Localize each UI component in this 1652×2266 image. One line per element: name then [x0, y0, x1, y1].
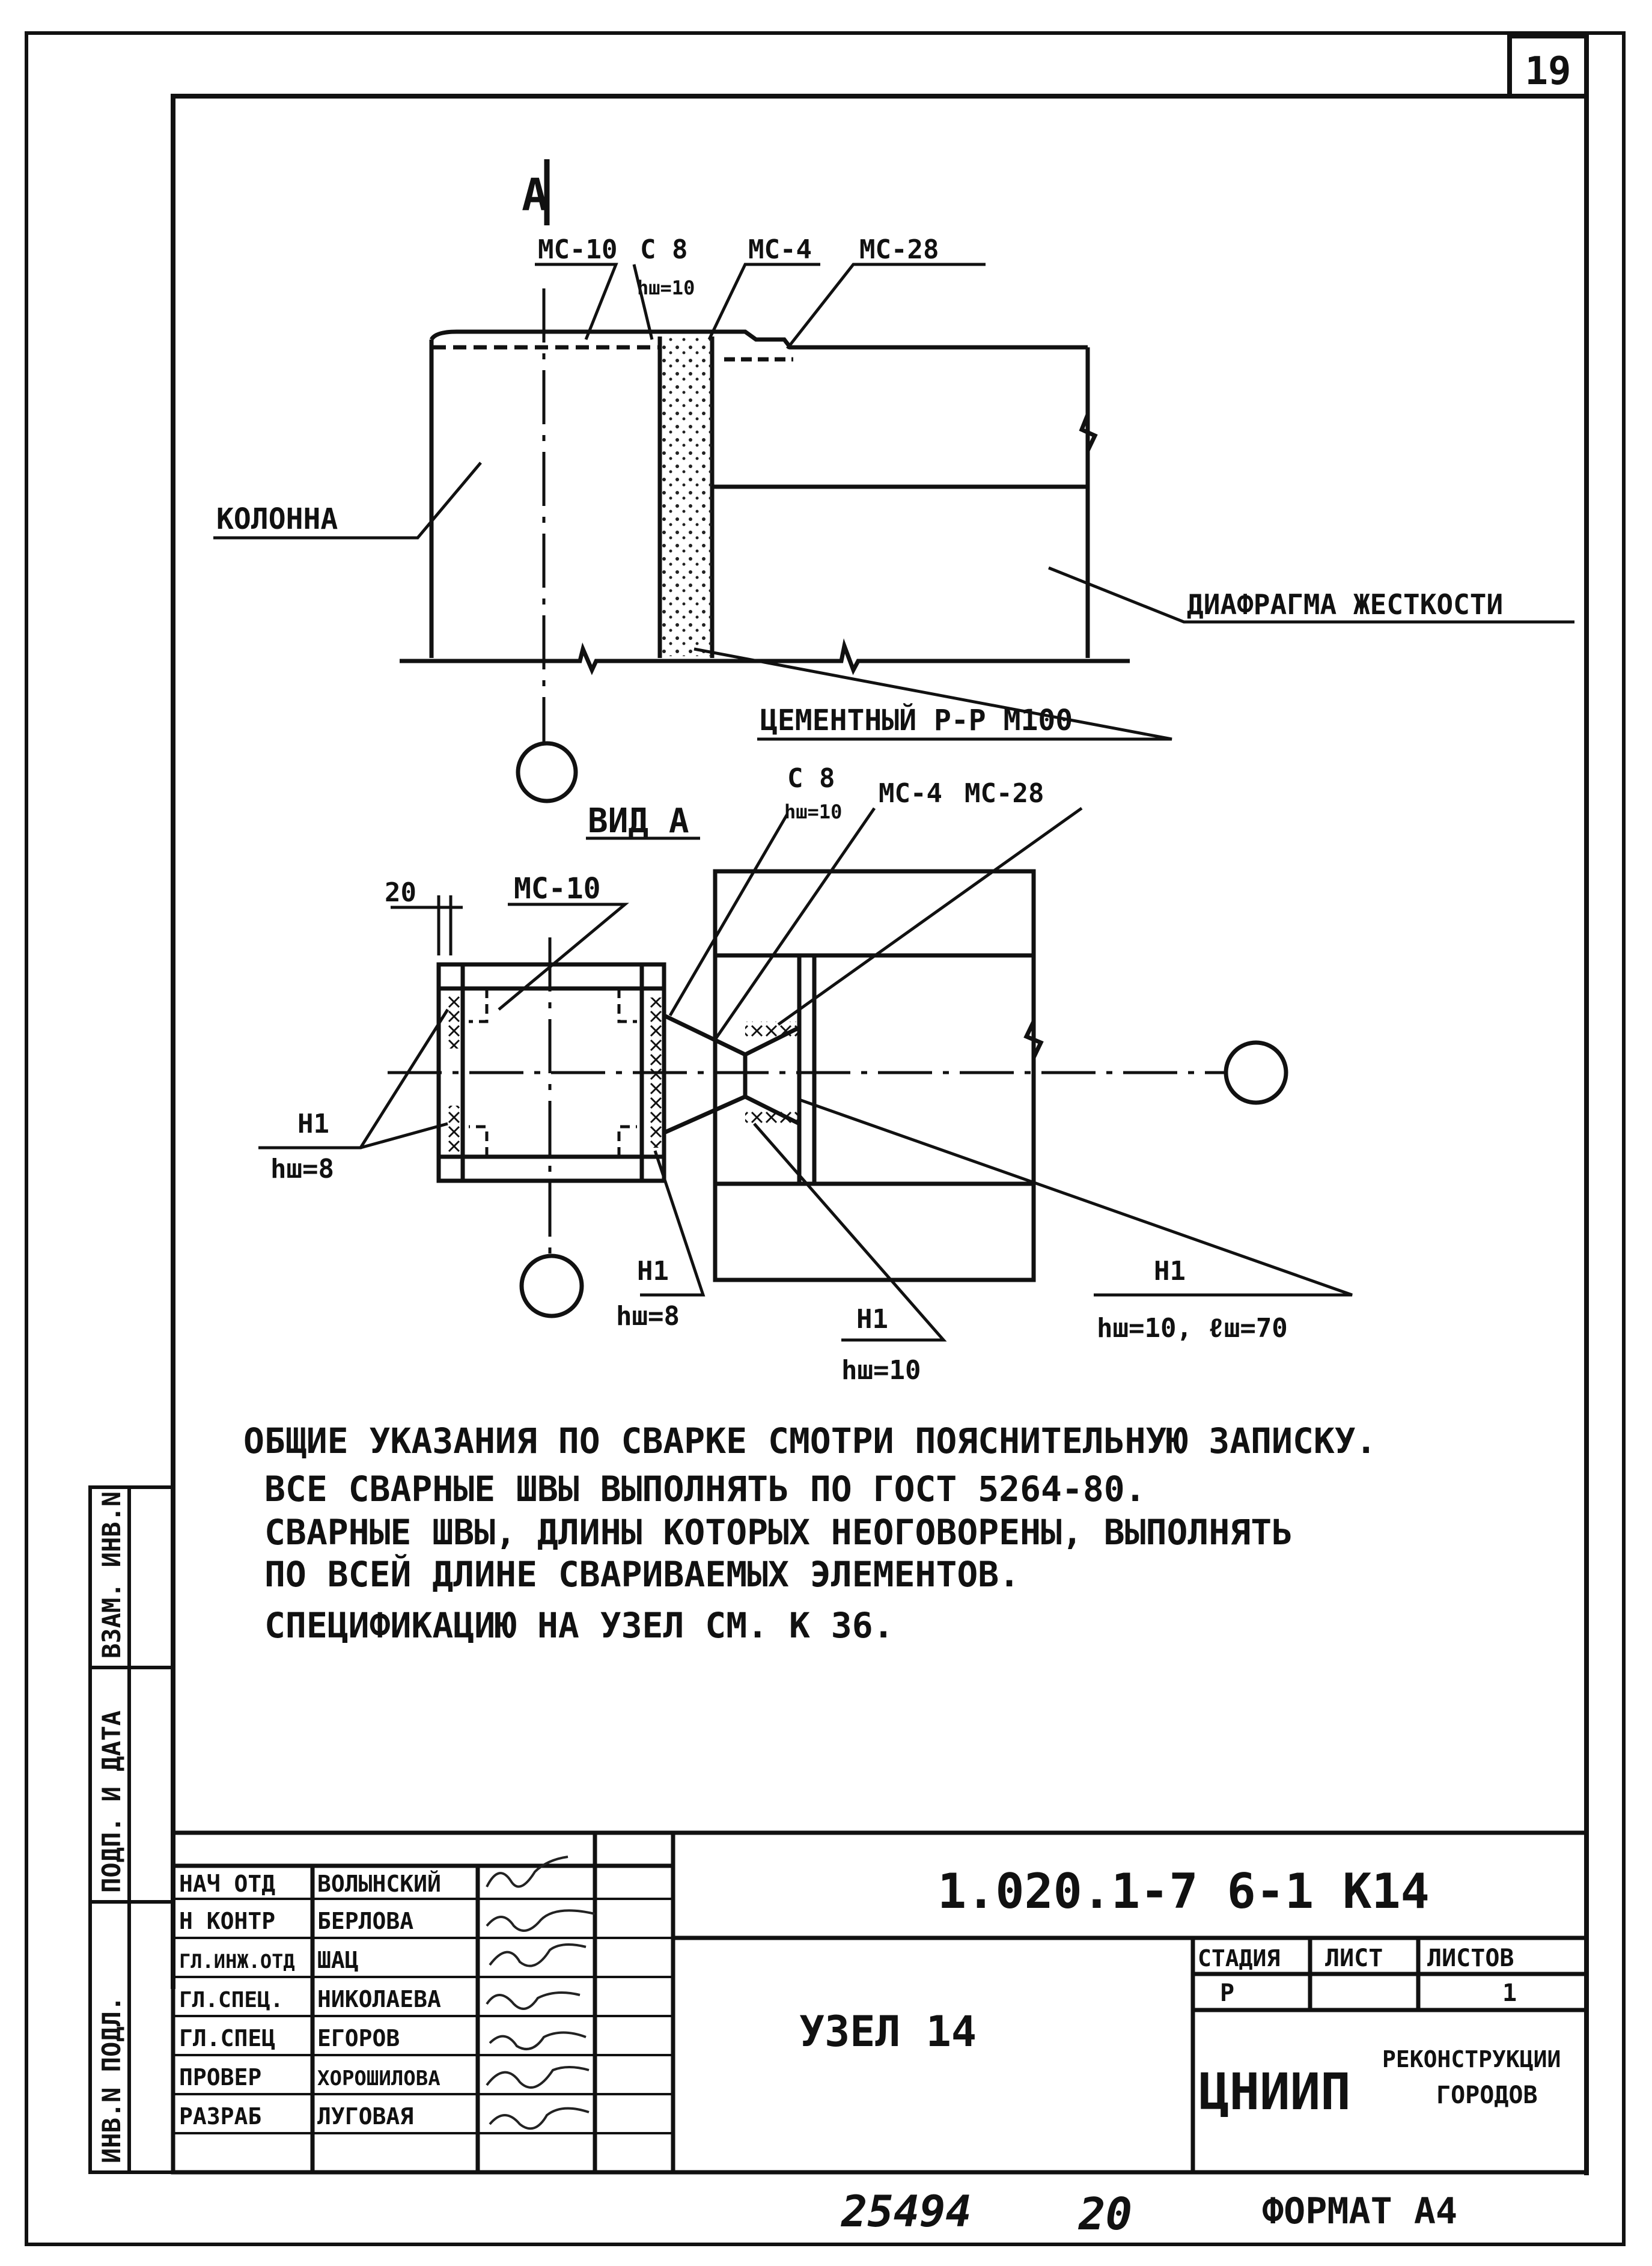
label-h1-bottom: Н1 [637, 1256, 669, 1287]
sheet-frame [25, 31, 1626, 2246]
role-name: ХОРОШИЛОВА [317, 2067, 440, 2091]
label-mc10-top: МС-10 [538, 234, 617, 265]
role-label: Н КОНТР [179, 1908, 275, 1934]
role-name: БЕРЛОВА [317, 1908, 413, 1934]
role-label: РАЗРАБ [179, 2103, 261, 2130]
organization-main: ЦНИИП [1199, 2062, 1351, 2121]
section-marker-label: А [522, 169, 549, 221]
stage-value: Р [1220, 1979, 1234, 2007]
format-label: ФОРМАТ А4 [1262, 2190, 1457, 2232]
label-mc10-view-a: МС-10 [514, 872, 601, 906]
role-label: ГЛ.СПЕЦ. [179, 1988, 283, 2012]
label-h1-left: Н1 [297, 1109, 329, 1139]
sheet-header: ЛИСТ [1325, 1945, 1383, 1972]
approval-roles: НАЧ ОТД ВОЛЫНСКИЙ Н КОНТР БЕРЛОВА ГЛ.ИНЖ… [179, 1871, 441, 2130]
label-h1-mid-hw: hш=10 [841, 1355, 921, 1386]
document-code: 1.020.1-7 6-1 К14 [937, 1863, 1430, 1919]
node-title: УЗЕЛ 14 [799, 2007, 977, 2056]
label-mc28-view-a: МС-28 [965, 778, 1044, 809]
role-name: ЛУГОВАЯ [317, 2103, 413, 2130]
role-name: ШАЦ [317, 1947, 359, 1973]
top-view-leaders [213, 263, 1574, 741]
role-name: ВОЛЫНСКИЙ [317, 1871, 441, 1897]
top-view [400, 159, 1130, 803]
note-line: ПО ВСЕЙ ДЛИНЕ СВАРИВАЕМЫХ ЭЛЕМЕНТОВ. [264, 1553, 1020, 1595]
label-c8-top: С 8 [640, 234, 687, 265]
view-a-leaders [258, 806, 1353, 1342]
role-name: ЕГОРОВ [317, 2025, 400, 2051]
label-20: 20 [385, 877, 416, 908]
stage-header: СТАДИЯ [1198, 1945, 1280, 1972]
role-label: ГЛ.ИНЖ.ОТД [179, 1950, 295, 1973]
label-column: КОЛОННА [216, 502, 338, 536]
view-a-title: ВИД А [588, 802, 689, 841]
label-diaphragm: ДИАФРАГМА ЖЕСТКОСТИ [1187, 588, 1503, 621]
signatures [486, 1856, 596, 2130]
stamp-inv-original: ИНВ.N ПОДЛ. [97, 1996, 126, 2163]
note-line: ОБЩИЕ УКАЗАНИЯ ПО СВАРКЕ СМОТРИ ПОЯСНИТЕ… [243, 1421, 1377, 1461]
label-h1-left-hw: hш=8 [270, 1154, 334, 1184]
role-name: НИКОЛАЕВА [317, 1986, 441, 2012]
view-a [388, 869, 1288, 1318]
note-line: ВСЕ СВАРНЫЕ ШВЫ ВЫПОЛНЯТЬ ПО ГОСТ 5264-8… [264, 1469, 1146, 1509]
sheets-value: 1 [1502, 1979, 1517, 2007]
label-c8-hw-view-a: hш=10 [784, 800, 842, 823]
sheet-number: 19 [1525, 49, 1571, 94]
label-mc4-view-a: МС-4 [879, 778, 942, 809]
label-cement-mortar: ЦЕМЕНТНЫЙ Р-Р М100 [760, 703, 1073, 737]
sheets-header: ЛИСТОВ [1427, 1945, 1514, 1972]
note-line: СПЕЦИФИКАЦИЮ НА УЗЕЛ СМ. К 36. [264, 1605, 894, 1646]
label-h1-mid: Н1 [856, 1304, 888, 1335]
role-label: ГЛ.СПЕЦ [179, 2025, 275, 2051]
cement-mortar-fill [661, 338, 712, 656]
label-h1-bottom-hw: hш=8 [616, 1301, 680, 1332]
stamp-sign-date: ПОДП. И ДАТА [97, 1711, 126, 1893]
weld-seams [448, 994, 799, 1154]
label-h1-right-hw: hш=10, ℓш=70 [1097, 1313, 1288, 1344]
organization-sub-2: ГОРОДОВ [1436, 2082, 1538, 2109]
label-h1-right: Н1 [1154, 1256, 1186, 1287]
title-block [171, 1830, 1589, 2175]
general-notes: ОБЩИЕ УКАЗАНИЯ ПО СВАРКЕ СМОТРИ ПОЯСНИТЕ… [243, 1421, 1377, 1646]
label-hw10-top: hш=10 [637, 276, 695, 299]
note-line: СВАРНЫЕ ШВЫ, ДЛИНЫ КОТОРЫХ НЕОГОВОРЕНЫ, … [264, 1512, 1293, 1553]
label-mc28-top: МС-28 [859, 234, 939, 265]
side-stamp [88, 1485, 175, 2174]
page-number: 20 [1077, 2188, 1132, 2240]
role-label: ПРОВЕР [179, 2064, 261, 2091]
label-c8-view-a: С 8 [787, 763, 835, 794]
stamp-replaced-inv: ВЗАМ. ИНВ.N [97, 1491, 126, 1658]
label-mc4-top: МС-4 [748, 234, 812, 265]
role-label: НАЧ ОТД [179, 1871, 275, 1897]
inventory-number: 25494 [840, 2186, 972, 2237]
organization-sub-1: РЕКОНСТРУКЦИИ [1382, 2046, 1561, 2073]
